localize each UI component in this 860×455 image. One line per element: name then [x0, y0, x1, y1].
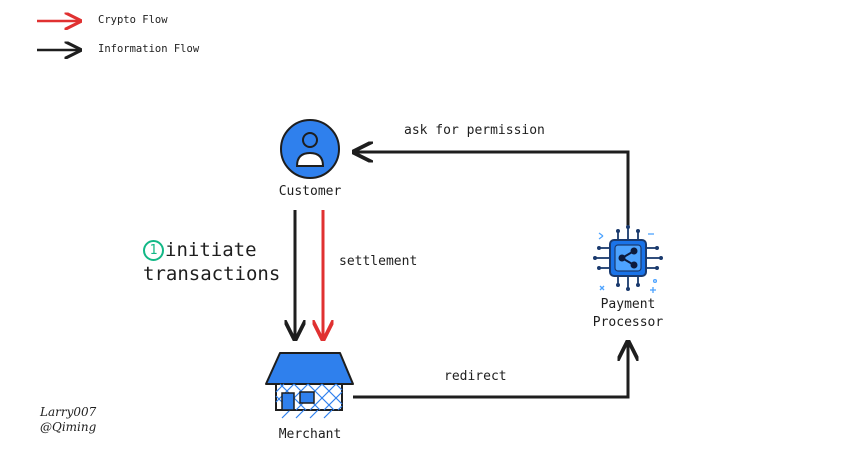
- store-icon: [265, 352, 354, 419]
- customer-label: Customer: [278, 184, 342, 199]
- step-line2: transactions: [143, 263, 281, 285]
- legend-info-label: Information Flow: [98, 43, 200, 55]
- ask-permission-label: ask for permission: [404, 123, 545, 138]
- merchant-label: Merchant: [278, 427, 342, 442]
- redirect-arrow: [353, 342, 628, 399]
- processor-label-line2: Processor: [592, 315, 664, 330]
- ask-permission-arrow: [354, 152, 630, 226]
- processor-label-line1: Payment: [600, 297, 656, 312]
- signature-line2: @Qiming: [40, 420, 97, 434]
- step-number-badge: 1: [143, 240, 164, 261]
- redirect-label: redirect: [444, 369, 507, 384]
- legend-crypto-label: Crypto Flow: [98, 14, 168, 26]
- step-line1: initiate: [165, 239, 257, 261]
- signature: Larry007 @Qiming: [40, 405, 96, 435]
- ripple-chip-icon: [593, 225, 663, 293]
- settlement-label: settlement: [339, 254, 418, 269]
- signature-line1: Larry007: [40, 405, 97, 419]
- user-icon: [280, 119, 340, 179]
